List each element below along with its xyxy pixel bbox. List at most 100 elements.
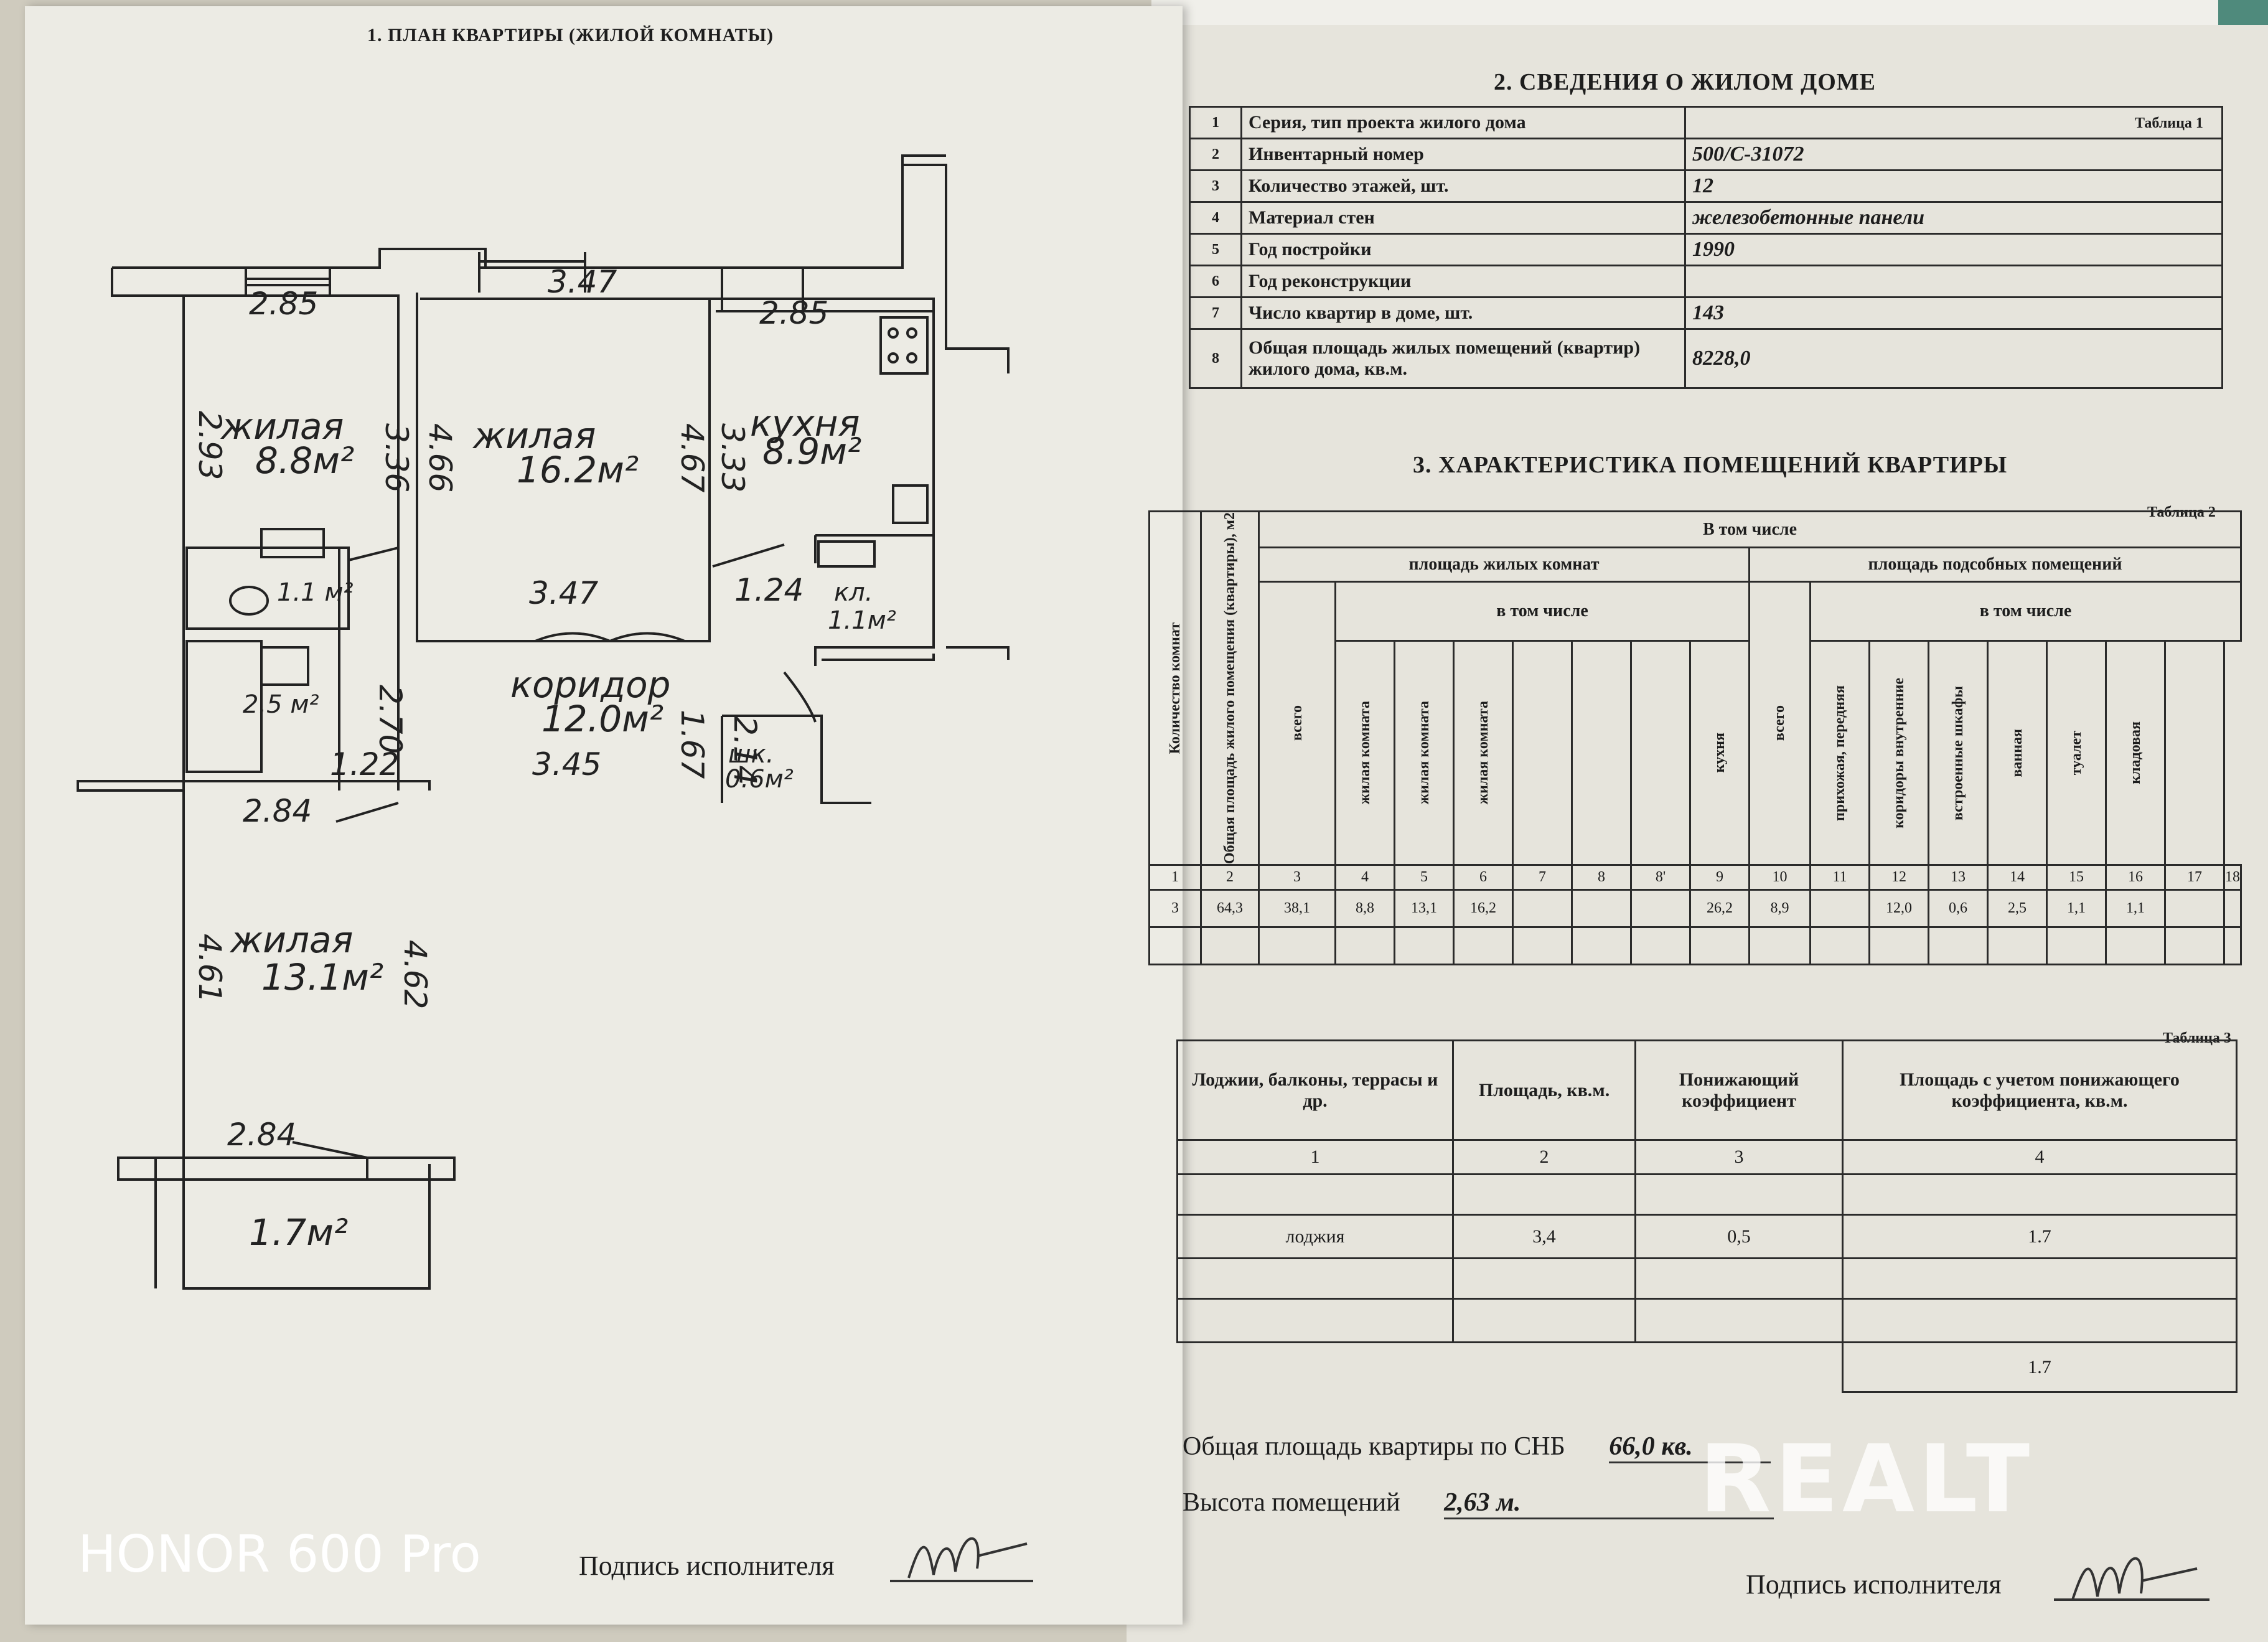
total-area-line: Общая площадь квартиры по СНБ 66,0 кв. xyxy=(1183,1432,1771,1463)
table2-value: 13,1 xyxy=(1394,889,1455,929)
t2-sub2: в том числе xyxy=(1809,580,2242,642)
table2-col-number: 6 xyxy=(1453,864,1514,891)
table2-col-number: 2 xyxy=(1200,864,1260,891)
dim-345: 3.45 xyxy=(532,746,601,782)
table2-value: 1,1 xyxy=(2046,889,2107,929)
t2-col-bath: ванная xyxy=(2008,728,2025,777)
dim-284-b: 2.84 xyxy=(227,1117,296,1153)
table2-col-number: 17 xyxy=(2164,864,2225,891)
table1-n: 7 xyxy=(1189,296,1242,330)
table2-value xyxy=(1512,889,1573,929)
signature-label-left: Подпись исполнителя xyxy=(579,1551,835,1581)
table1-label: Число квартир в доме, шт. xyxy=(1240,296,1686,330)
table2-empty-cell xyxy=(1689,926,1750,966)
table2-empty-cell xyxy=(1809,926,1870,966)
room-kitchen-area: 8.9м² xyxy=(762,430,861,472)
left-page xyxy=(25,6,1183,1625)
table2-value: 8,8 xyxy=(1334,889,1395,929)
height-value: 2,63 м. xyxy=(1444,1488,1774,1519)
table2-col-number: 3 xyxy=(1258,864,1336,891)
dim-285-a: 2.85 xyxy=(249,286,318,322)
table2-col-number: 18 xyxy=(2223,864,2242,891)
table2-empty-cell xyxy=(2105,926,2166,966)
table1-value: 12 xyxy=(1684,169,2223,203)
t3-h1: Лоджии, балконы, террасы и др. xyxy=(1176,1039,1454,1141)
t2-col-kitchen: кухня xyxy=(1711,733,1728,773)
loggia-area: 1.7м² xyxy=(249,1211,348,1254)
t3-h3: Понижающий коэффициент xyxy=(1634,1039,1844,1141)
t3-num-1: 1 xyxy=(1176,1139,1454,1175)
table1-value: 500/С-31072 xyxy=(1684,138,2223,171)
room-bedroom1-area: 8.8м² xyxy=(255,439,354,482)
wall-top xyxy=(112,164,1010,373)
table-rooms: Количество комнат Общая площадь жилого п… xyxy=(1148,510,2242,966)
t3-h4: Площадь с учетом понижающего коэффициент… xyxy=(1842,1039,2238,1141)
table2-value: 1,1 xyxy=(2105,889,2166,929)
table1-label: Количество этажей, шт. xyxy=(1240,169,1686,203)
table2-col-number: 14 xyxy=(1987,864,2048,891)
t2-col-hall: прихожая, передняя xyxy=(1831,685,1848,821)
dim-461: 4.61 xyxy=(192,934,228,1003)
table2-empty-cell xyxy=(1630,926,1691,966)
t3-row-name: лоджия xyxy=(1176,1214,1454,1259)
t3-num-3: 3 xyxy=(1634,1139,1844,1175)
room-pantry-area: 1.1м² xyxy=(828,606,896,635)
table1-label: Год реконструкции xyxy=(1240,265,1686,298)
table2-value: 38,1 xyxy=(1258,889,1336,929)
section3-title: 3. ХАРАКТЕРИСТИКА ПОМЕЩЕНИЙ КВАРТИРЫ xyxy=(1413,452,2008,478)
table1-n: 6 xyxy=(1189,265,1242,298)
table1-n: 1 xyxy=(1189,106,1242,139)
table2-empty-cell xyxy=(1334,926,1395,966)
table2-value: 3 xyxy=(1148,889,1202,929)
table2-empty-cell xyxy=(2046,926,2107,966)
table2-value: 64,3 xyxy=(1200,889,1260,929)
t2-col-corr: коридоры внутренние xyxy=(1890,677,1907,828)
dim-214: 2.14 xyxy=(727,716,763,785)
table1-label: Инвентарный номер xyxy=(1240,138,1686,171)
dim-467: 4.67 xyxy=(674,423,710,493)
room-living-name: жилая xyxy=(472,415,596,457)
table2-col-number: 11 xyxy=(1809,864,1870,891)
table2-col-number: 1 xyxy=(1148,864,1202,891)
table1-value xyxy=(1684,265,2223,298)
t2-sub1: в том числе xyxy=(1334,580,1750,642)
toilet-area: 1.1 м² xyxy=(277,578,354,607)
table1-label: Год постройки xyxy=(1240,233,1686,266)
dim-270: 2.70 xyxy=(372,685,408,754)
table2-empty-cell xyxy=(1512,926,1573,966)
total-area-label: Общая площадь квартиры по СНБ xyxy=(1183,1432,1565,1461)
table2-empty-cell xyxy=(2164,926,2225,966)
t3-row-area: 3,4 xyxy=(1452,1214,1636,1259)
height-label: Высота помещений xyxy=(1183,1488,1400,1517)
dim-336: 3.36 xyxy=(378,423,415,492)
dim-347-top: 3.47 xyxy=(548,264,617,300)
table2-empty-cell xyxy=(1571,926,1632,966)
t2-col-pantry: кладовая xyxy=(2127,721,2144,784)
signature-label-right: Подпись исполнителя xyxy=(1746,1569,2002,1600)
table2-empty-cell xyxy=(2223,926,2242,966)
table2-col-number: 13 xyxy=(1928,864,1989,891)
room-living-area: 16.2м² xyxy=(517,449,639,491)
dim-462: 4.62 xyxy=(397,940,433,1009)
table2-col-number: 12 xyxy=(1868,864,1929,891)
table2-value: 16,2 xyxy=(1453,889,1514,929)
table1-value: 8228,0 xyxy=(1684,328,2223,389)
t2-col-toilet: туалет xyxy=(2068,730,2084,776)
dim-466: 4.66 xyxy=(422,423,458,492)
table2-empty-cell xyxy=(1748,926,1811,966)
dim-124: 1.24 xyxy=(734,572,804,608)
t3-num-2: 2 xyxy=(1452,1139,1636,1175)
t2-col-total: Общая площадь жилого помещения (квартиры… xyxy=(1221,512,1238,865)
dim-293: 2.93 xyxy=(192,411,228,480)
table1-n: 3 xyxy=(1189,169,1242,203)
table2-col-number: 8 xyxy=(1571,864,1632,891)
section1-title: 1. ПЛАН КВАРТИРЫ (ЖИЛОЙ КОМНАТЫ) xyxy=(367,25,774,45)
table2-col-number: 7 xyxy=(1512,864,1573,891)
table2-col-number: 16 xyxy=(2105,864,2166,891)
table2-empty-cell xyxy=(1928,926,1989,966)
